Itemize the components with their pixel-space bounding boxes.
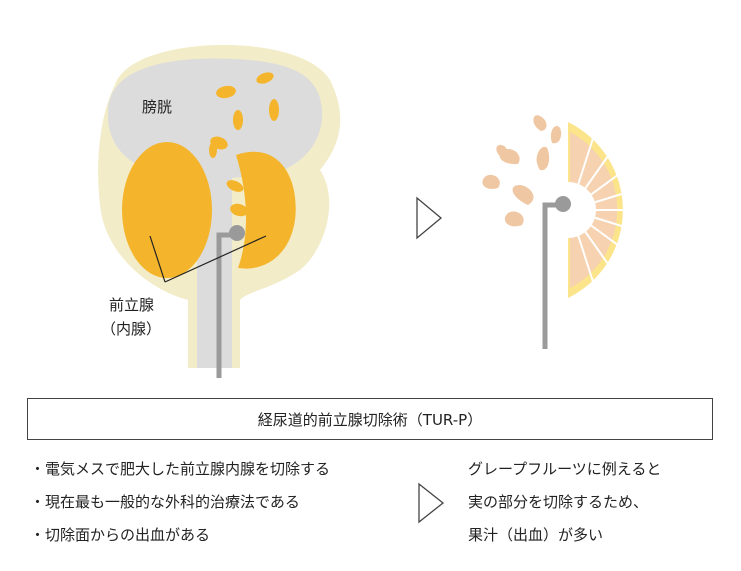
analogy-line: 果汁（出血）が多い bbox=[468, 524, 661, 557]
analogy-line: グレープフルーツに例えると bbox=[468, 458, 661, 491]
arrow-icon-lower bbox=[419, 484, 443, 522]
analogy-text: グレープフルーツに例えると 実の部分を切除するため、 果汁（出血）が多い bbox=[468, 458, 661, 557]
analogy-line: 実の部分を切除するため、 bbox=[468, 491, 661, 524]
